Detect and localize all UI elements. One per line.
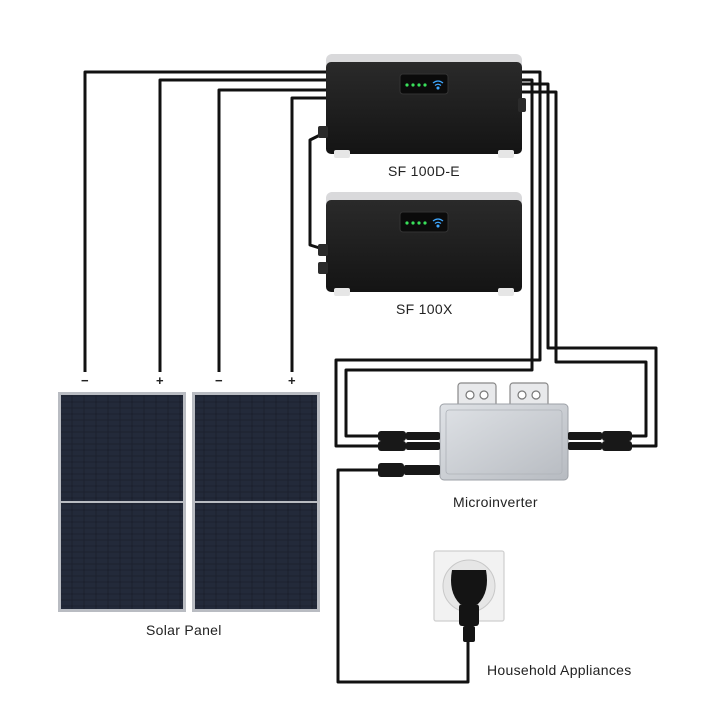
wire-out-left-a: [334, 70, 542, 448]
wifi-icon: [432, 218, 444, 228]
solar-panel-1: [58, 392, 186, 612]
polarity-p1-positive: +: [156, 373, 164, 388]
wire-p1-positive: [158, 78, 330, 372]
label-battery-bottom: SF 100X: [396, 301, 453, 317]
label-battery-top: SF 100D-E: [388, 163, 460, 179]
wire-p2-positive: [290, 96, 330, 372]
label-solar-panel: Solar Panel: [146, 622, 222, 638]
wire-p1-negative: [83, 70, 330, 372]
wire-battery-link: [308, 130, 327, 252]
polarity-p2-negative: −: [215, 373, 223, 388]
led-indicators-top: [405, 83, 427, 87]
battery-top: [318, 54, 526, 158]
wiring: [83, 70, 658, 684]
label-microinverter: Microinverter: [453, 494, 538, 510]
led-indicators-bottom: [405, 221, 427, 225]
wire-p2-negative: [217, 88, 330, 372]
label-household: Household Appliances: [487, 662, 632, 678]
wire-out-right-a: [520, 82, 658, 448]
wire-ac-output: [336, 468, 470, 684]
polarity-p2-positive: +: [288, 373, 296, 388]
wifi-icon: [432, 80, 444, 90]
microinverter: [378, 382, 632, 481]
polarity-p1-negative: −: [81, 373, 89, 388]
solar-panel-2: [192, 392, 320, 612]
wire-out-right-b: [520, 90, 648, 438]
battery-bottom: [318, 192, 522, 296]
plug-icon: [451, 570, 487, 642]
wire-out-left-b: [344, 78, 534, 438]
